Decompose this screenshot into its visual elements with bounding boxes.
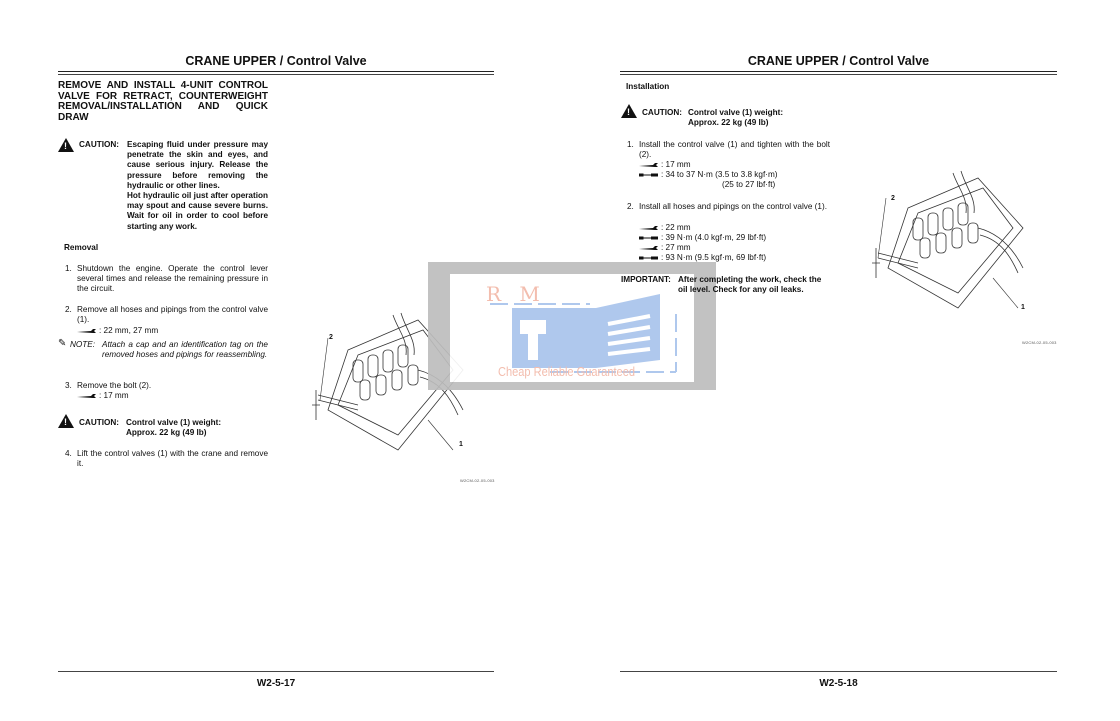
tool-size: : 17 mm: [99, 391, 129, 400]
caution-text: Approx. 22 kg (49 lb): [688, 118, 769, 127]
header-rule: [620, 74, 1057, 75]
step-text: Remove the bolt (2).: [77, 381, 152, 390]
torque-value: : 34 to 37 N·m (3.5 to 3.8 kgf·m): [661, 170, 778, 179]
torque-value: : 93 N·m (9.5 kgf·m, 69 lbf·ft): [661, 253, 767, 262]
footer-rule: [620, 671, 1057, 672]
header-rule: [620, 71, 1057, 72]
wrench-book-logo-icon: [490, 294, 677, 373]
tool-spec: : 22 mm, 27 mm: [77, 326, 158, 336]
figure-code: W2CM-02-05-003: [1022, 340, 1057, 345]
wrench-icon: [77, 393, 96, 398]
procedure-title: REMOVE AND INSTALL 4-UNIT CONTROL VALVE …: [58, 80, 268, 123]
important-label: IMPORTANT:: [621, 275, 671, 284]
step-number: 2.: [627, 202, 634, 211]
step-number: 1.: [65, 264, 72, 273]
caution-label: CAUTION:: [642, 108, 683, 117]
caution-label: CAUTION:: [79, 418, 120, 427]
step-number: 2.: [65, 305, 72, 314]
section-heading: Removal: [64, 243, 99, 252]
step-text: Shutdown the engine. Operate the control…: [77, 264, 268, 294]
wrench-icon: [639, 162, 658, 167]
caution-text: Control valve (1) weight:: [688, 108, 784, 117]
tool-spec: : 17 mm: [77, 391, 129, 401]
wrench-icon: [639, 245, 658, 250]
tool-spec: : 27 mm: [639, 243, 691, 253]
important-text: After completing the work, check the oil…: [678, 275, 822, 295]
step-number: 1.: [627, 140, 634, 149]
caution-label: CAUTION:: [79, 140, 120, 149]
step-text: Install all hoses and pipings on the con…: [639, 202, 827, 211]
tool-spec: : 22 mm: [639, 223, 691, 233]
section-heading: Installation: [626, 82, 670, 91]
step-text: Remove all hoses and pipings from the co…: [77, 305, 268, 325]
callout-label: 1: [1021, 304, 1025, 311]
caution-text: Approx. 22 kg (49 lb): [126, 428, 207, 437]
tool-size: : 27 mm: [661, 243, 691, 252]
callout-label: 1: [459, 441, 463, 448]
torque-spec: : 34 to 37 N·m (3.5 to 3.8 kgf·m): [639, 170, 778, 180]
header-rule: [58, 74, 494, 75]
warning-icon: [58, 138, 74, 157]
warning-icon: [58, 414, 74, 433]
header-rule: [58, 71, 494, 72]
watermark: R M Cheap Reliable Guaranteed: [428, 262, 716, 390]
page-number: W2-5-18: [819, 678, 858, 689]
footer-rule: [58, 671, 494, 672]
tool-size: : 22 mm, 27 mm: [99, 326, 159, 335]
tool-size: : 17 mm: [661, 160, 691, 169]
figure-code: W2CM-02-05-003: [460, 478, 495, 483]
torque-wrench-icon: [639, 173, 658, 177]
page-header: CRANE UPPER / Control Valve: [185, 54, 367, 68]
note-label: NOTE:: [70, 340, 96, 349]
control-valve-illustration: [312, 312, 464, 451]
torque-value: : 39 N·m (4.0 kgf·m, 29 lbf·ft): [661, 233, 767, 242]
page-number: W2-5-17: [256, 678, 296, 689]
warning-icon: [621, 104, 637, 123]
caution-text: Control valve (1) weight:: [126, 418, 222, 427]
watermark-panel: R M Cheap Reliable Guaranteed: [450, 274, 694, 382]
caution-text: Hot hydraulic oil just after operation m…: [127, 191, 268, 231]
wrench-icon: [639, 225, 658, 230]
step-number: 4.: [65, 449, 72, 458]
callout-label: 2: [891, 195, 895, 202]
torque-spec: : 39 N·m (4.0 kgf·m, 29 lbf·ft): [639, 233, 766, 243]
torque-spec: : 93 N·m (9.5 kgf·m, 69 lbf·ft): [639, 253, 766, 263]
pencil-icon: ✎: [58, 338, 67, 349]
wrench-icon: [77, 328, 96, 333]
tool-size: : 22 mm: [661, 223, 691, 232]
tool-spec: : 17 mm: [639, 160, 691, 170]
step-text: Install the control valve (1) and tighte…: [639, 140, 830, 160]
caution-text: Escaping fluid under pressure may penetr…: [127, 140, 268, 190]
watermark-tagline: Cheap Reliable Guaranteed: [498, 364, 635, 379]
torque-wrench-icon: [639, 256, 658, 260]
note-text: Attach a cap and an identification tag o…: [102, 340, 268, 360]
torque-wrench-icon: [639, 236, 658, 240]
control-valve-illustration: [872, 170, 1024, 309]
watermark-brand: R M: [486, 282, 546, 306]
torque-spec-imperial: (25 to 27 lbf·ft): [722, 180, 776, 189]
page-header: CRANE UPPER / Control Valve: [747, 54, 930, 68]
callout-label: 2: [329, 334, 333, 341]
step-number: 3.: [65, 381, 72, 390]
step-text: Lift the control valves (1) with the cra…: [77, 449, 268, 469]
